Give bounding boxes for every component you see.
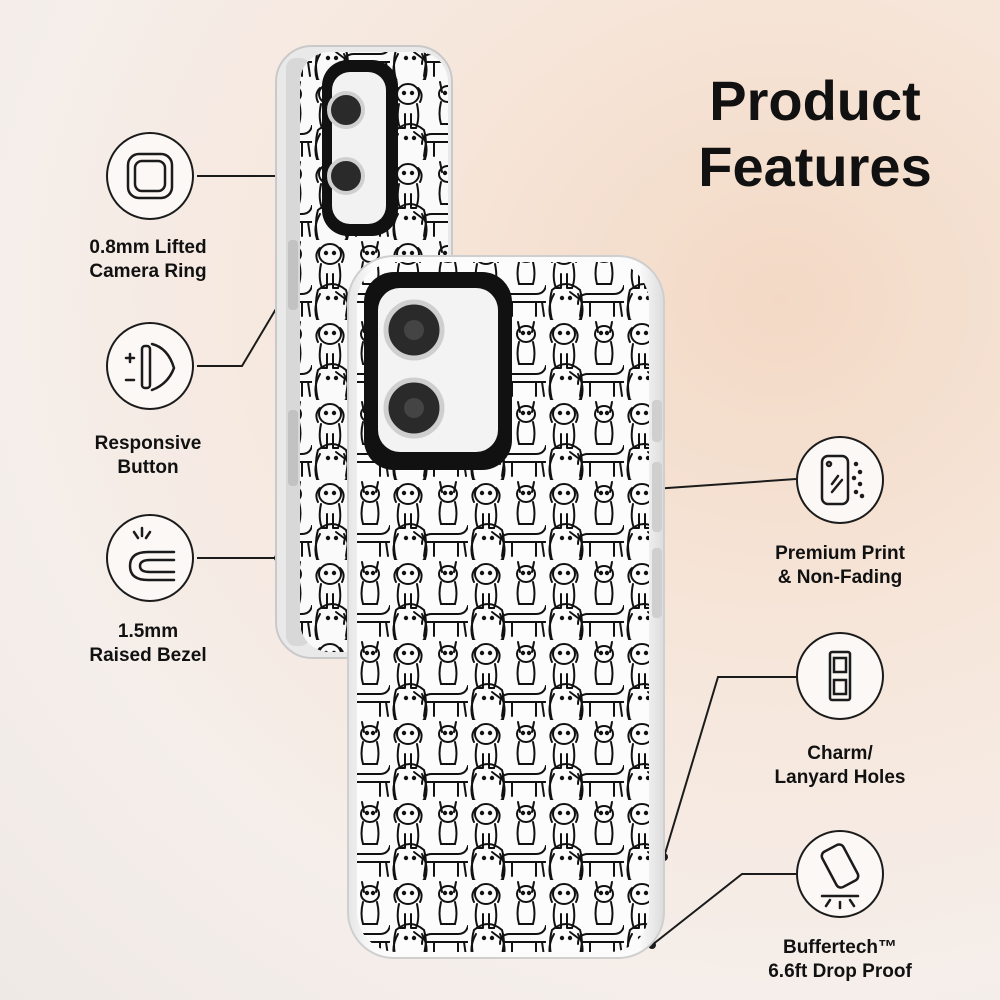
page-title: Product Features [680,68,950,200]
title-line-2: Features [698,135,932,198]
feature-lanyard-line1: Charm/ [807,743,873,764]
feature-raised-bezel: 1.5mm Raised Bezel [53,620,243,668]
raised-bezel-icon [106,514,194,602]
feature-lanyard-holes: Charm/ Lanyard Holes [745,742,935,790]
feature-print-line1: Premium Print [775,543,905,564]
feature-camera-ring-line1: 0.8mm Lifted [89,237,207,258]
feature-bezel-line2: Raised Bezel [89,645,207,666]
camera-ring-icon [106,132,194,220]
feature-drop-proof: Buffertech™ 6.6ft Drop Proof [745,936,935,984]
drop-proof-icon [796,830,884,918]
front-phone-case [347,255,665,959]
feature-drop-line1: Buffertech™ [782,937,897,958]
feature-lanyard-line2: Lanyard Holes [774,767,906,788]
feature-responsive-button: Responsive Button [53,432,243,480]
feature-bezel-line1: 1.5mm [117,621,179,642]
feature-print-line2: & Non-Fading [777,567,903,588]
feature-premium-print: Premium Print & Non-Fading [745,542,935,590]
feature-camera-ring-line2: Camera Ring [89,261,207,282]
lanyard-holes-icon [796,632,884,720]
feature-button-line1: Responsive [94,433,202,454]
feature-camera-ring: 0.8mm Lifted Camera Ring [53,236,243,284]
feature-drop-line2: 6.6ft Drop Proof [768,961,912,982]
premium-print-icon [796,436,884,524]
feature-button-line2: Button [117,457,179,478]
title-line-1: Product [709,69,921,132]
responsive-button-icon [106,322,194,410]
